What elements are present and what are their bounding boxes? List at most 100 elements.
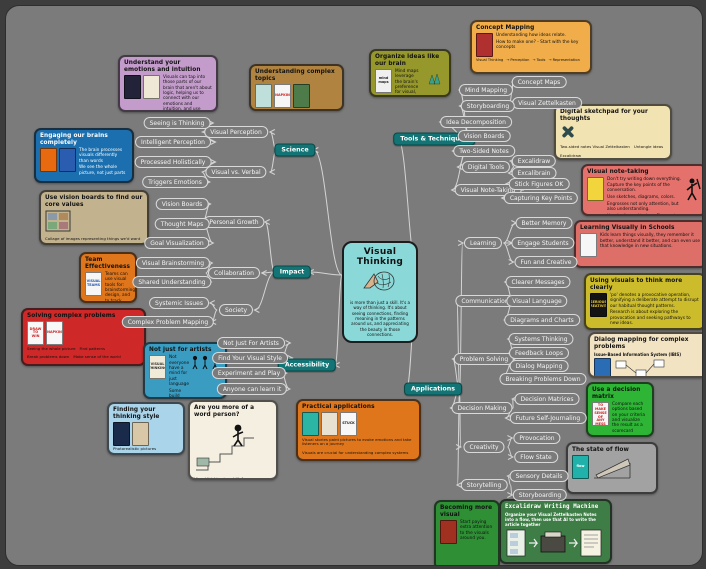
mindmap-canvas[interactable]: Visual Thinking is more than just a skil… [5,5,703,566]
node-vision-boards-impact[interactable]: Vision Boards [155,198,209,210]
node-diagrams-and-charts[interactable]: Diagrams and Charts [504,314,580,326]
card-body: Mind maps leverage the brain's preferenc… [395,68,419,96]
node-find-your-visual-style[interactable]: Find Your Visual Style [212,352,288,364]
card-body: Compare each options based on your crite… [612,401,645,434]
card-title: Solving complex problems [27,313,116,319]
node-clearer-messages[interactable]: Clearer Messages [505,276,571,288]
node-intelligent-perception[interactable]: Intelligent Perception [135,136,211,148]
card-title: Becoming more visual [440,505,493,518]
card-captions: Collage of images representing things we… [45,236,141,242]
node-visual-brainstorming[interactable]: Visual Brainstorming [135,257,211,269]
node-processed-holistically[interactable]: Processed Holistically [134,156,212,168]
node-seeing-is-thinking[interactable]: Seeing is Thinking [143,117,211,129]
node-applications[interactable]: Applications [404,382,462,396]
node-decision-matrices[interactable]: Decision Matrices [514,393,580,405]
card-title: Not just for artists [149,347,212,353]
card-title: Excalidraw Writing Machine [505,504,599,510]
node-digital-tools[interactable]: Digital Tools [461,161,511,173]
node-complex-problem-mapping[interactable]: Complex Problem Mapping [121,316,215,328]
node-problem-solving[interactable]: Problem Solving [453,353,515,365]
writing-flow-icon [505,528,605,562]
node-engage-students[interactable]: Engage Students [511,237,575,249]
node-society[interactable]: Society [218,304,254,316]
card-captions: Transforming how we learnSeeing things i… [255,108,308,111]
book-cover-thumb [255,83,272,108]
node-visual-zettelkasten[interactable]: Visual Zettelkasten [512,97,582,109]
node-systemic-issues[interactable]: Systemic Issues [149,297,209,309]
node-visual-vs-verbal[interactable]: Visual vs. Verbal [205,166,267,178]
node-capturing-key-points[interactable]: Capturing Key Points [503,192,579,204]
book-cover-thumb [59,147,76,172]
central-topic-body: is more than just a skill. It's a way of… [349,300,411,337]
node-breaking-problems-down[interactable]: Breaking Problems Down [499,373,587,385]
card-decision-matrix[interactable]: Use a decision matrixHOW TO MAKE SENSE O… [586,382,654,437]
card-word-person[interactable]: Are you more of a word person?Visual thi… [188,400,278,480]
node-systems-thinking[interactable]: Systems Thinking [508,333,574,345]
node-learning[interactable]: Learning [463,237,503,249]
node-thought-maps[interactable]: Thought Maps [154,218,210,230]
node-storytelling[interactable]: Storytelling [460,479,508,491]
card-note: Visual thinking is a skill. Anyone can l… [194,475,264,480]
node-concept-maps[interactable]: Concept Maps [511,76,567,88]
node-future-self-journaling[interactable]: Future Self-Journaling [509,412,587,424]
node-dialog-mapping-node[interactable]: Dialog Mapping [509,360,569,372]
node-goal-visualization[interactable]: Goal Visualization [144,237,210,249]
x-logo-icon [560,124,576,144]
node-triggers-emotions[interactable]: Triggers Emotions [142,176,208,188]
card-title: Understand your emotions and intuition [124,60,201,73]
node-feedback-loops[interactable]: Feedback Loops [509,347,569,359]
node-storyboarding-tools[interactable]: Storyboarding [460,100,516,112]
node-flow-state[interactable]: Flow State [514,451,558,463]
card-subtitle: Issue-Based Information System (IBIS) [594,351,682,357]
node-idea-decomposition[interactable]: Idea Decomposition [440,116,512,128]
node-shared-understanding[interactable]: Shared Understanding [132,276,212,288]
node-stick-figures-ok[interactable]: Stick Figures OK [508,178,570,190]
node-experiment-and-play[interactable]: Experiment and Play [211,367,287,379]
node-collaboration[interactable]: Collaboration [208,267,260,279]
node-visual-language[interactable]: Visual Language [506,295,568,307]
card-captions: Photorealistic picturesAbstract diagrams [113,446,157,452]
node-vision-boards-tools[interactable]: Vision Boards [457,130,511,142]
node-provocation[interactable]: Provocation [513,432,561,444]
node-mind-mapping[interactable]: Mind Mapping [458,84,514,96]
node-two-sided-notes[interactable]: Two-Sided Notes [453,145,515,157]
node-excalidraw[interactable]: Excalidraw [511,155,557,167]
node-science[interactable]: Science [274,143,316,157]
central-topic-visual-thinking[interactable]: Visual Thinking is more than just a skil… [342,241,418,344]
node-anyone-can-learn-it[interactable]: Anyone can learn it [216,383,288,395]
node-storyboarding-app[interactable]: Storyboarding [512,489,568,501]
card-title: Understanding complex topics [255,69,335,82]
node-sensory-details[interactable]: Sensory Details [509,470,569,482]
node-creativity[interactable]: Creativity [463,441,505,453]
card-vision-boards-card[interactable]: Use vision boards to find our core value… [39,190,149,245]
node-visual-perception[interactable]: Visual Perception [204,126,268,138]
node-fun-and-creative[interactable]: Fun and Creative [514,256,578,268]
node-not-just-for-artists-node[interactable]: Not Just For Artists [217,337,285,349]
node-better-memory[interactable]: Better Memory [515,217,573,229]
node-impact[interactable]: Impact [272,265,312,279]
card-title: Visual note-taking [587,169,649,175]
card-body: Start paying extra attention to the visu… [460,519,493,541]
node-personal-growth[interactable]: Personal Growth [203,216,265,228]
card-body: Visuals can tap into those parts of our … [163,74,212,112]
node-decision-making[interactable]: Decision Making [451,402,513,414]
